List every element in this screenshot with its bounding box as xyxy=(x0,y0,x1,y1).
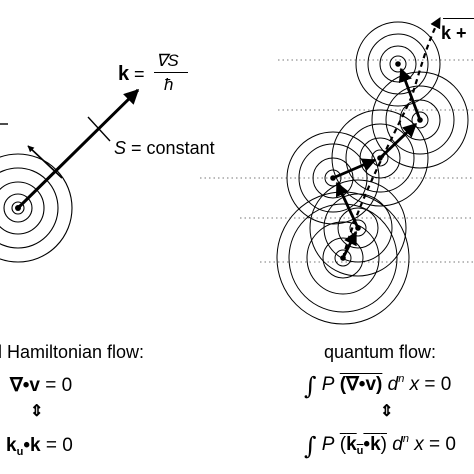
k-momentum-arrow-icon xyxy=(16,88,140,210)
plus-symbol: + xyxy=(456,23,467,43)
left-eq-divergence: ∇•v = 0 xyxy=(10,376,72,395)
divergence-v: ∇•v xyxy=(10,375,40,396)
wave-circle-icon xyxy=(288,203,398,313)
averaged-ku-k: (ku•k) xyxy=(339,434,387,457)
close-paren: ) xyxy=(380,434,387,455)
equals-zero: = 0 xyxy=(429,434,456,455)
wave-circle-icon xyxy=(11,201,25,215)
k-symbol: k xyxy=(6,435,17,456)
velocity-arrow-icon xyxy=(27,145,63,179)
k-plus-label: k + xyxy=(441,18,474,43)
right-eq-divergence: ∫ P (∇•v) dn x = 0 xyxy=(304,372,452,400)
wave-circle-icon xyxy=(359,137,401,179)
mean-momentum-dashed-arrow-icon xyxy=(341,17,441,259)
fraction-numerator: ∇S xyxy=(156,51,179,70)
right-eq-ku-k: ∫ P (ku•k) dn x = 0 xyxy=(304,432,456,460)
integral-icon: ∫ xyxy=(304,432,317,460)
left-eq-ku-k: ku•k = 0 xyxy=(6,436,73,458)
equals-zero: = 0 xyxy=(45,435,73,456)
wave-circle-icon xyxy=(0,153,73,263)
overline-bar xyxy=(443,18,474,19)
wave-circle-icon xyxy=(322,237,364,279)
k-symbol: k xyxy=(370,434,381,455)
equals-zero: = 0 xyxy=(424,374,452,395)
u-subscript: u xyxy=(356,445,364,457)
wave-circle-icon xyxy=(324,169,342,187)
fraction-denominator: ħ xyxy=(164,75,174,94)
wave-circle-icon xyxy=(0,167,59,249)
d-symbol: d xyxy=(392,434,403,455)
fraction-bar xyxy=(154,72,188,73)
wave-circle-icon xyxy=(345,123,415,193)
guide-lines xyxy=(200,59,474,263)
s-constant-tick xyxy=(87,116,111,142)
constant-text: = constant xyxy=(131,138,215,158)
wave-circle-icon xyxy=(3,193,33,223)
path-arrow-icon xyxy=(398,67,422,121)
wave-circle-icon xyxy=(385,85,455,155)
wave-circle-icon xyxy=(331,109,429,207)
x-symbol: x xyxy=(409,374,420,395)
k-symbol: k xyxy=(441,23,452,43)
equals-zero: = 0 xyxy=(45,375,73,396)
hamiltonian-flow-title: l Hamiltonian flow: xyxy=(0,342,145,362)
k-symbol: k xyxy=(29,435,41,456)
right-double-arrow-icon: ⇕ xyxy=(380,403,394,420)
u-subscript: u xyxy=(16,446,24,458)
wave-circle-icon xyxy=(367,33,429,95)
s-constant-label: S = constant xyxy=(114,139,215,157)
dot-operator: • xyxy=(23,435,30,456)
left-double-arrow-icon: ⇕ xyxy=(30,403,44,420)
equals-sign: = xyxy=(134,64,145,84)
wave-circle-icon xyxy=(355,21,441,107)
zigzag-path xyxy=(332,67,422,259)
classical-wave-circles xyxy=(0,153,73,263)
s-symbol: S xyxy=(114,138,127,158)
wave-circle-icon xyxy=(349,219,367,237)
dot-operator: • xyxy=(363,434,371,455)
open-paren: ( xyxy=(339,434,347,455)
wave-circle-icon xyxy=(298,143,368,213)
wave-circle-icon xyxy=(309,179,407,277)
wave-circle-icon xyxy=(337,207,379,249)
wave-circle-icon xyxy=(0,181,45,235)
wave-circle-icon xyxy=(379,45,417,83)
wave-circle-icon xyxy=(323,193,393,263)
integral-icon: ∫ xyxy=(304,372,317,400)
n-superscript: n xyxy=(402,433,409,445)
path-arrow-icon xyxy=(332,158,377,180)
k-symbol: k xyxy=(346,434,357,455)
source-point xyxy=(395,61,401,67)
x-symbol: x xyxy=(414,434,424,455)
wave-circle-icon xyxy=(389,55,407,73)
k-symbol: k xyxy=(118,63,130,85)
p-symbol: P xyxy=(321,374,335,395)
d-symbol: d xyxy=(387,374,399,395)
averaged-divergence: (∇•v) xyxy=(339,374,383,395)
p-symbol: P xyxy=(321,434,335,455)
quantum-wave-circles xyxy=(276,21,469,325)
wave-circle-icon xyxy=(411,111,429,129)
wave-circle-icon xyxy=(334,249,352,267)
path-arrow-icon xyxy=(379,122,418,160)
n-superscript: n xyxy=(398,373,405,385)
wave-circle-icon xyxy=(371,149,389,167)
quantum-flow-title: quantum flow: xyxy=(324,342,437,362)
wave-circle-icon xyxy=(306,221,380,295)
